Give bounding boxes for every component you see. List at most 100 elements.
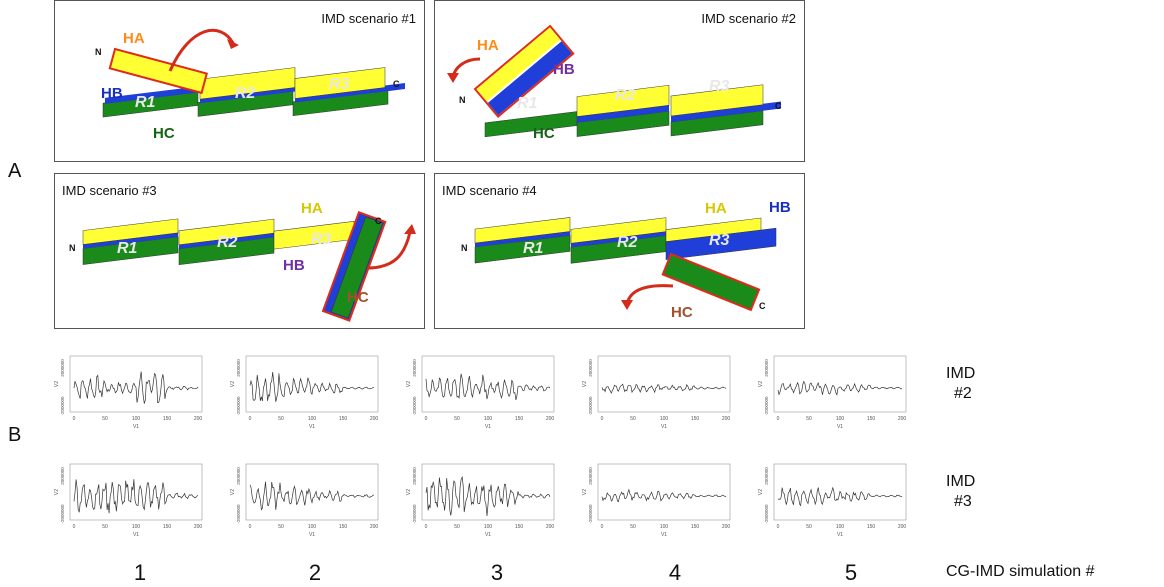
scenario-1-hb-label: HB [101,85,123,102]
plot-frame [597,355,731,413]
trace-line [425,475,551,517]
x-tick-label: 50 [102,524,108,530]
x-axis-label: V1 [837,424,843,430]
y-tick-label: -2000000 [764,504,769,524]
x-tick-label: 200 [898,524,907,530]
simulation-number-3: 3 [490,560,504,585]
scenario-4-c-label: C [759,301,766,311]
scenario-4-diagram: HA HB N R1 R2 R3 C HC [461,199,791,321]
x-tick-label: 0 [601,416,604,422]
trace-line [601,488,727,503]
y-tick-label: 2000000 [412,467,417,485]
x-axis-label: V1 [309,424,315,430]
x-tick-label: 50 [630,416,636,422]
y-tick-label: 2000000 [764,467,769,485]
x-tick-label: 0 [425,524,428,530]
x-tick-label: 100 [132,524,141,530]
scenario-4-n-label: N [461,243,468,253]
simulation-number-2: 2 [308,560,322,585]
x-tick-label: 100 [308,416,317,422]
x-tick-label: 0 [425,416,428,422]
x-tick-label: 50 [806,416,812,422]
y-axis-label: V2 [406,489,412,495]
x-tick-label: 50 [278,416,284,422]
scenario-1-c-label: C [393,79,400,89]
x-tick-label: 50 [630,524,636,530]
row-2-label: IMD #3 [946,472,975,512]
scenario-1-diagram: HA N HB R1 R2 R3 C HC [95,28,405,142]
scenario-3-hb-label: HB [283,257,305,274]
scenario-2-n-label: N [459,95,466,105]
scenario-3-panel: IMD scenario #3 HA N R1 R2 R3 C HB HC [54,173,425,329]
trace-line [777,380,903,396]
x-tick-label: 0 [249,416,252,422]
simulation-number-4: 4 [668,560,682,585]
x-tick-label: 150 [163,416,172,422]
x-tick-label: 200 [546,416,555,422]
scenario-4-r1-label: R1 [523,240,544,257]
x-tick-label: 150 [339,524,348,530]
x-axis-label: V1 [309,532,315,538]
scenario-4-r2-label: R2 [617,234,638,251]
scenario-4-ha-label: HA [705,200,727,217]
scenario-3-r3-label: R3 [311,231,332,248]
x-axis-label: V1 [837,532,843,538]
x-tick-label: 100 [132,416,141,422]
trace-line [425,373,551,401]
scenario-4-r3-label: R3 [709,232,730,249]
x-axis-label: V1 [661,532,667,538]
row-2-label-line1: IMD [946,473,976,490]
y-tick-label: -2000000 [412,396,417,416]
y-tick-label: 2000000 [588,467,593,485]
trace-line [249,481,375,511]
scenario-1-ha-label: HA [123,30,145,47]
simulation-axis-label: CG-IMD simulation # [946,563,1095,580]
x-tick-label: 0 [601,524,604,530]
y-tick-label: -2000000 [588,396,593,416]
trace-line [249,372,375,402]
panel-b-label: B [8,424,22,446]
y-tick-label: 2000000 [764,359,769,377]
x-tick-label: 200 [722,416,731,422]
scenario-1-r2-label: R2 [235,85,256,102]
y-tick-label: 2000000 [236,467,241,485]
y-axis-label: V2 [582,489,588,495]
scenario-3-r2-label: R2 [217,234,238,251]
x-tick-label: 150 [867,524,876,530]
y-axis-label: V2 [54,381,60,387]
x-axis-label: V1 [661,424,667,430]
simulation-number-1: 1 [133,560,147,585]
scenario-1-r1-label: R1 [135,94,156,111]
x-tick-label: 0 [249,524,252,530]
scenario-3-n-label: N [69,243,76,253]
x-tick-label: 0 [73,416,76,422]
scenario-2-diagram: HA HB N R1 R2 R3 C HC [447,24,782,142]
x-tick-label: 100 [660,416,669,422]
trace-line [73,479,199,514]
plot-frame [597,463,731,521]
y-tick-label: 2000000 [412,359,417,377]
plot-frame [421,463,555,521]
x-tick-label: 100 [836,416,845,422]
x-tick-label: 200 [898,416,907,422]
y-tick-label: -2000000 [60,504,65,524]
simulation-number-5: 5 [844,560,858,585]
y-axis-label: V2 [230,489,236,495]
x-tick-label: 200 [370,524,379,530]
scenario-1-r3-label: R3 [329,76,350,93]
scenario-2-hc-label: HC [533,125,555,142]
y-tick-label: 2000000 [236,359,241,377]
x-tick-label: 100 [484,524,493,530]
plot-frame [421,355,555,413]
x-tick-label: 50 [278,524,284,530]
scenario-1-n-label: N [95,47,102,57]
row-1-label-line2: #2 [954,385,972,402]
x-tick-label: 50 [454,524,460,530]
y-tick-label: 2000000 [588,359,593,377]
y-tick-label: -2000000 [236,504,241,524]
